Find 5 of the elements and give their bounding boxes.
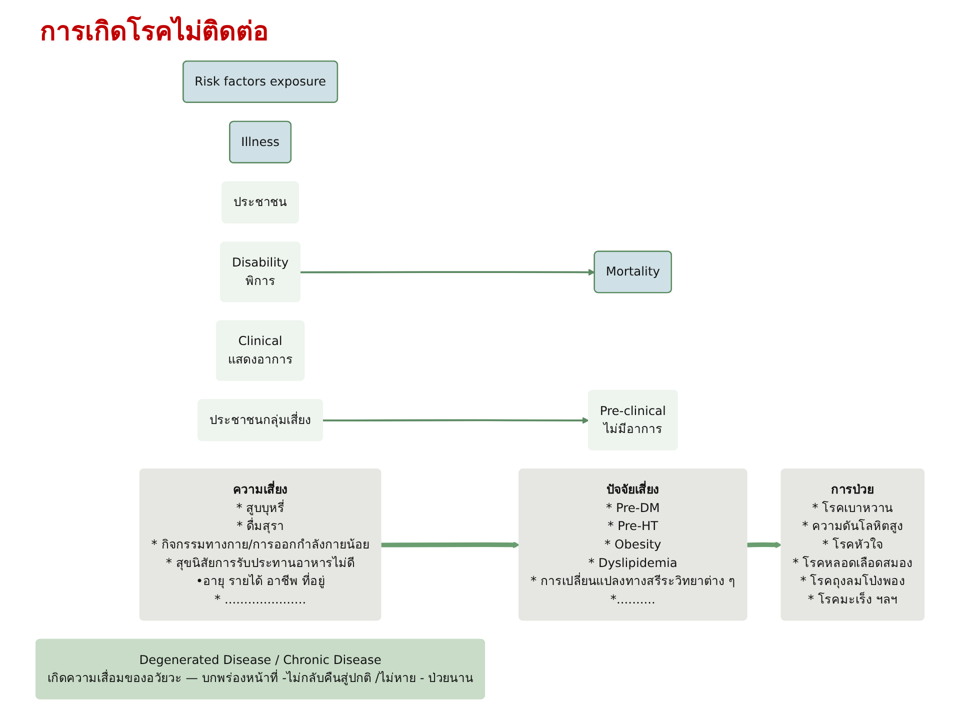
arrow <box>747 542 782 548</box>
diagram-title: การเกิดโรคไม่ติดต่อ <box>40 14 269 49</box>
arrow <box>300 268 596 276</box>
arrow <box>322 417 590 424</box>
arrow <box>381 542 520 548</box>
